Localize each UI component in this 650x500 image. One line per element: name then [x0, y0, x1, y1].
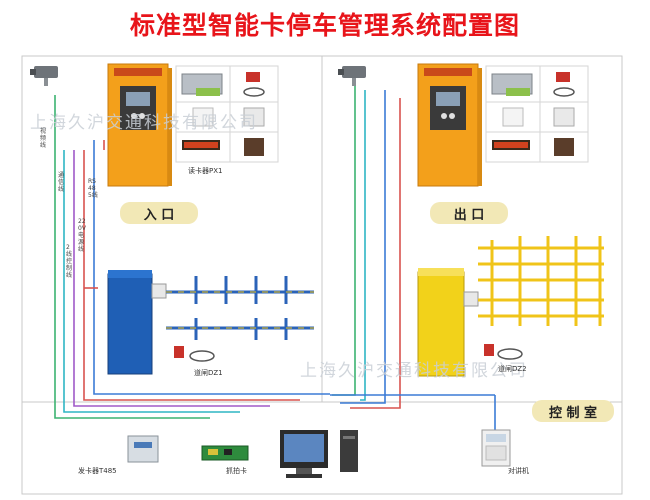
- exit-loop-detector: [484, 344, 523, 360]
- intercom: [481, 429, 511, 467]
- entrance-wires: [54, 95, 330, 419]
- monitor: [280, 430, 328, 478]
- entrance-kiosk: [107, 63, 172, 187]
- entrance-barrier-arm: [166, 276, 314, 340]
- page-title: 标准型智能卡停车管理系统配置图: [129, 11, 520, 40]
- watermark-lower: 上海久沪交通科技有限公司: [300, 361, 528, 381]
- entry-detector-label: 道闸DZ1: [194, 369, 223, 377]
- entrance-label-plate: [120, 202, 198, 224]
- exit-barrier: [417, 268, 479, 377]
- entrance-loop-detector: [174, 346, 215, 362]
- exit-kiosk: [417, 63, 482, 187]
- capture-card-label: 抓拍卡: [226, 467, 247, 475]
- cable-label-power-b: 2 线控制线: [66, 244, 73, 279]
- exit-component-grid: [485, 65, 589, 163]
- exit-wires: [330, 80, 496, 440]
- entrance-label: 入 口: [143, 208, 175, 223]
- card-dispenser: [127, 435, 159, 463]
- capture-card: [201, 445, 249, 461]
- exit-barrier-arm: [478, 236, 604, 326]
- control-room-label: 控 制 室: [548, 406, 598, 421]
- cable-label-signal-a: 通信线: [58, 172, 65, 193]
- pc-tower: [340, 430, 358, 472]
- entrance-camera: [30, 66, 58, 86]
- cable-label-signal-b: RS485线: [88, 178, 98, 199]
- exit-label-plate: [430, 202, 508, 224]
- exit-label: 出 口: [453, 208, 485, 223]
- card-dispenser-label: 发卡器T485: [78, 467, 117, 475]
- exit-detector-label: 道闸DZ2: [498, 365, 527, 373]
- entrance-components: [181, 72, 265, 156]
- exit-components: [491, 72, 575, 156]
- cable-label-power-a: 220V电源线: [78, 218, 86, 253]
- entry-reader-label: 读卡器PX1: [188, 167, 223, 175]
- entrance-barrier: [107, 270, 167, 375]
- control-room-panel: [21, 401, 623, 495]
- cable-label-video: 视频线: [40, 128, 47, 149]
- entrance-component-grid: [175, 65, 279, 163]
- watermark-upper: 上海久沪交通科技有限公司: [30, 113, 258, 133]
- control-room-label-plate: [532, 400, 614, 422]
- intercom-label: 对讲机: [508, 467, 529, 475]
- exit-camera: [338, 66, 366, 86]
